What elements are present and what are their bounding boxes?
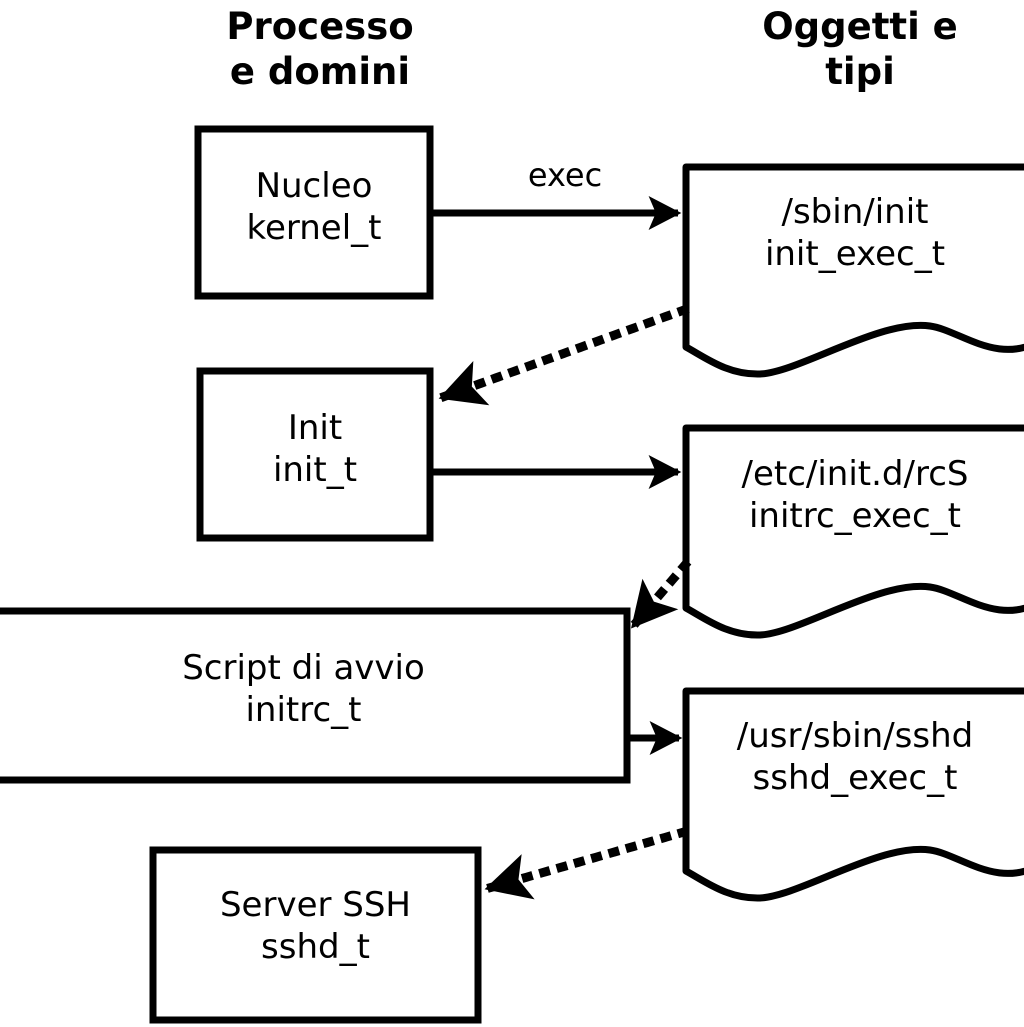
node-sshd[interactable] — [153, 850, 478, 1020]
node-init[interactable] — [200, 371, 430, 538]
node-init-shape[interactable] — [196, 367, 434, 542]
node-sshd-shape[interactable] — [149, 846, 482, 1024]
node-initrc[interactable] — [0, 611, 627, 780]
node-sshd-exec[interactable] — [686, 691, 1024, 891]
node-initrc-exec-shape[interactable] — [682, 424, 1024, 639]
column-heading-processes: Processo e domini — [226, 5, 414, 94]
edge-init-exec-to-init — [437, 304, 690, 406]
node-initrc-exec[interactable] — [686, 428, 1024, 628]
node-kernel[interactable] — [198, 129, 430, 296]
node-init-exec-shape[interactable] — [682, 163, 1024, 378]
node-initrc-shape[interactable] — [0, 607, 631, 784]
node-init-exec[interactable] — [686, 167, 1024, 367]
column-heading-objects: Oggetti e tipi — [762, 5, 958, 94]
edge-sshd-exec-to-sshd — [483, 826, 690, 900]
edge-initrc-exec-to-initrc — [627, 558, 692, 632]
edge-label-exec: exec — [527, 156, 603, 194]
node-sshd-exec-shape[interactable] — [682, 687, 1024, 902]
node-kernel-shape[interactable] — [194, 125, 434, 300]
